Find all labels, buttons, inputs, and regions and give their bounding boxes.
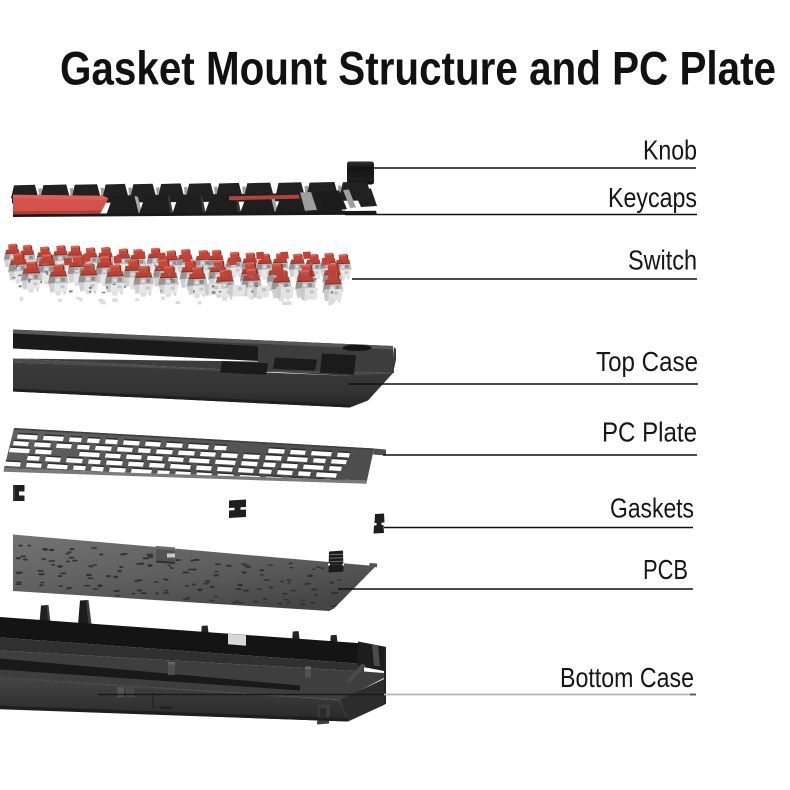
svg-text:Top Case: Top Case (596, 346, 698, 377)
svg-text:PCB: PCB (643, 554, 688, 585)
svg-text:Switch: Switch (628, 245, 697, 276)
svg-text:Gasket Mount Structure and PC: Gasket Mount Structure and PC Plate (60, 42, 776, 95)
svg-text:Gaskets: Gaskets (610, 493, 694, 524)
svg-text:Knob: Knob (643, 135, 697, 166)
svg-text:Keycaps: Keycaps (608, 182, 697, 213)
svg-text:PC Plate: PC Plate (602, 417, 697, 448)
svg-text:Bottom Case: Bottom Case (560, 662, 694, 693)
